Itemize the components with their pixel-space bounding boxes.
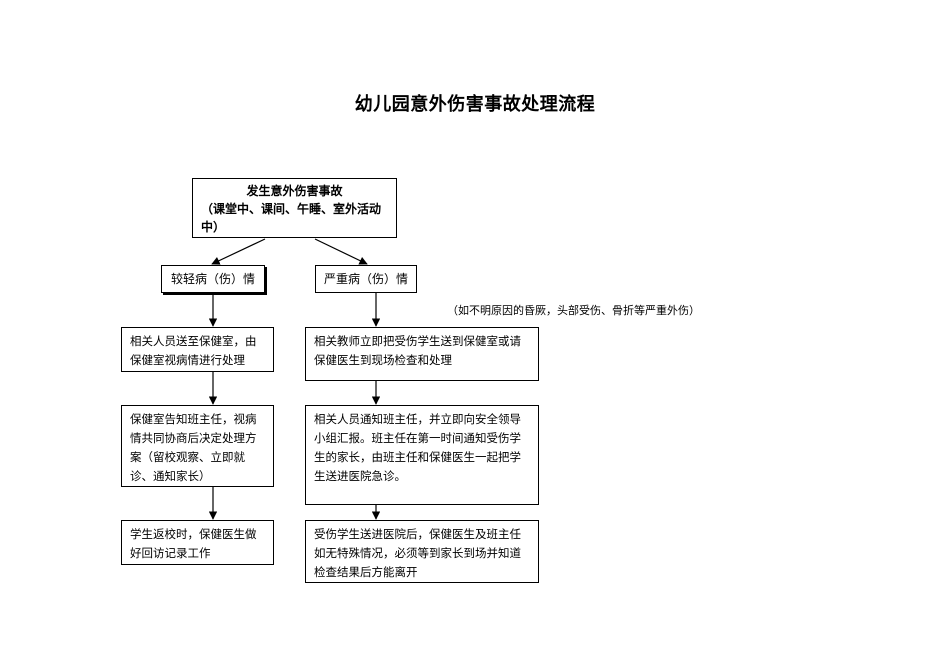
severe-injury-note: （如不明原因的昏厥，头部受伤、骨折等严重外伤） — [447, 304, 700, 317]
severe-injury-label: 严重病（伤）情 — [315, 265, 417, 293]
start-event-detail: （课堂中、课间、午睡、室外活动中） — [201, 202, 382, 234]
severe-step-2: 相关人员通知班主任，并立即向安全领导小组汇报。班主任在第一时间通知受伤学生的家长… — [305, 405, 539, 505]
arrow-start-to-mild — [211, 238, 266, 265]
mild-injury-label: 较轻病（伤）情 — [161, 265, 265, 293]
mild-step-3: 学生返校时，保健医生做好回访记录工作 — [121, 520, 274, 565]
mild-step-2: 保健室告知班主任，视病情共同协商后决定处理方案（留校观察、立即就诊、通知家长） — [121, 405, 274, 487]
mild-step-1: 相关人员送至保健室，由保健室视病情进行处理 — [121, 327, 274, 372]
start-event-box: 发生意外伤害事故 （课堂中、课间、午睡、室外活动中） — [192, 178, 397, 238]
start-event-heading: 发生意外伤害事故 — [246, 184, 343, 198]
arrow-start-to-severe — [314, 238, 368, 265]
severe-step-1: 相关教师立即把受伤学生送到保健室或请保健医生到现场检查和处理 — [305, 327, 539, 381]
page-title: 幼儿园意外伤害事故处理流程 — [354, 94, 596, 115]
severe-step-3: 受伤学生送进医院后，保健医生及班主任如无特殊情况，必须等到家长到场并知道检查结果… — [305, 520, 539, 583]
